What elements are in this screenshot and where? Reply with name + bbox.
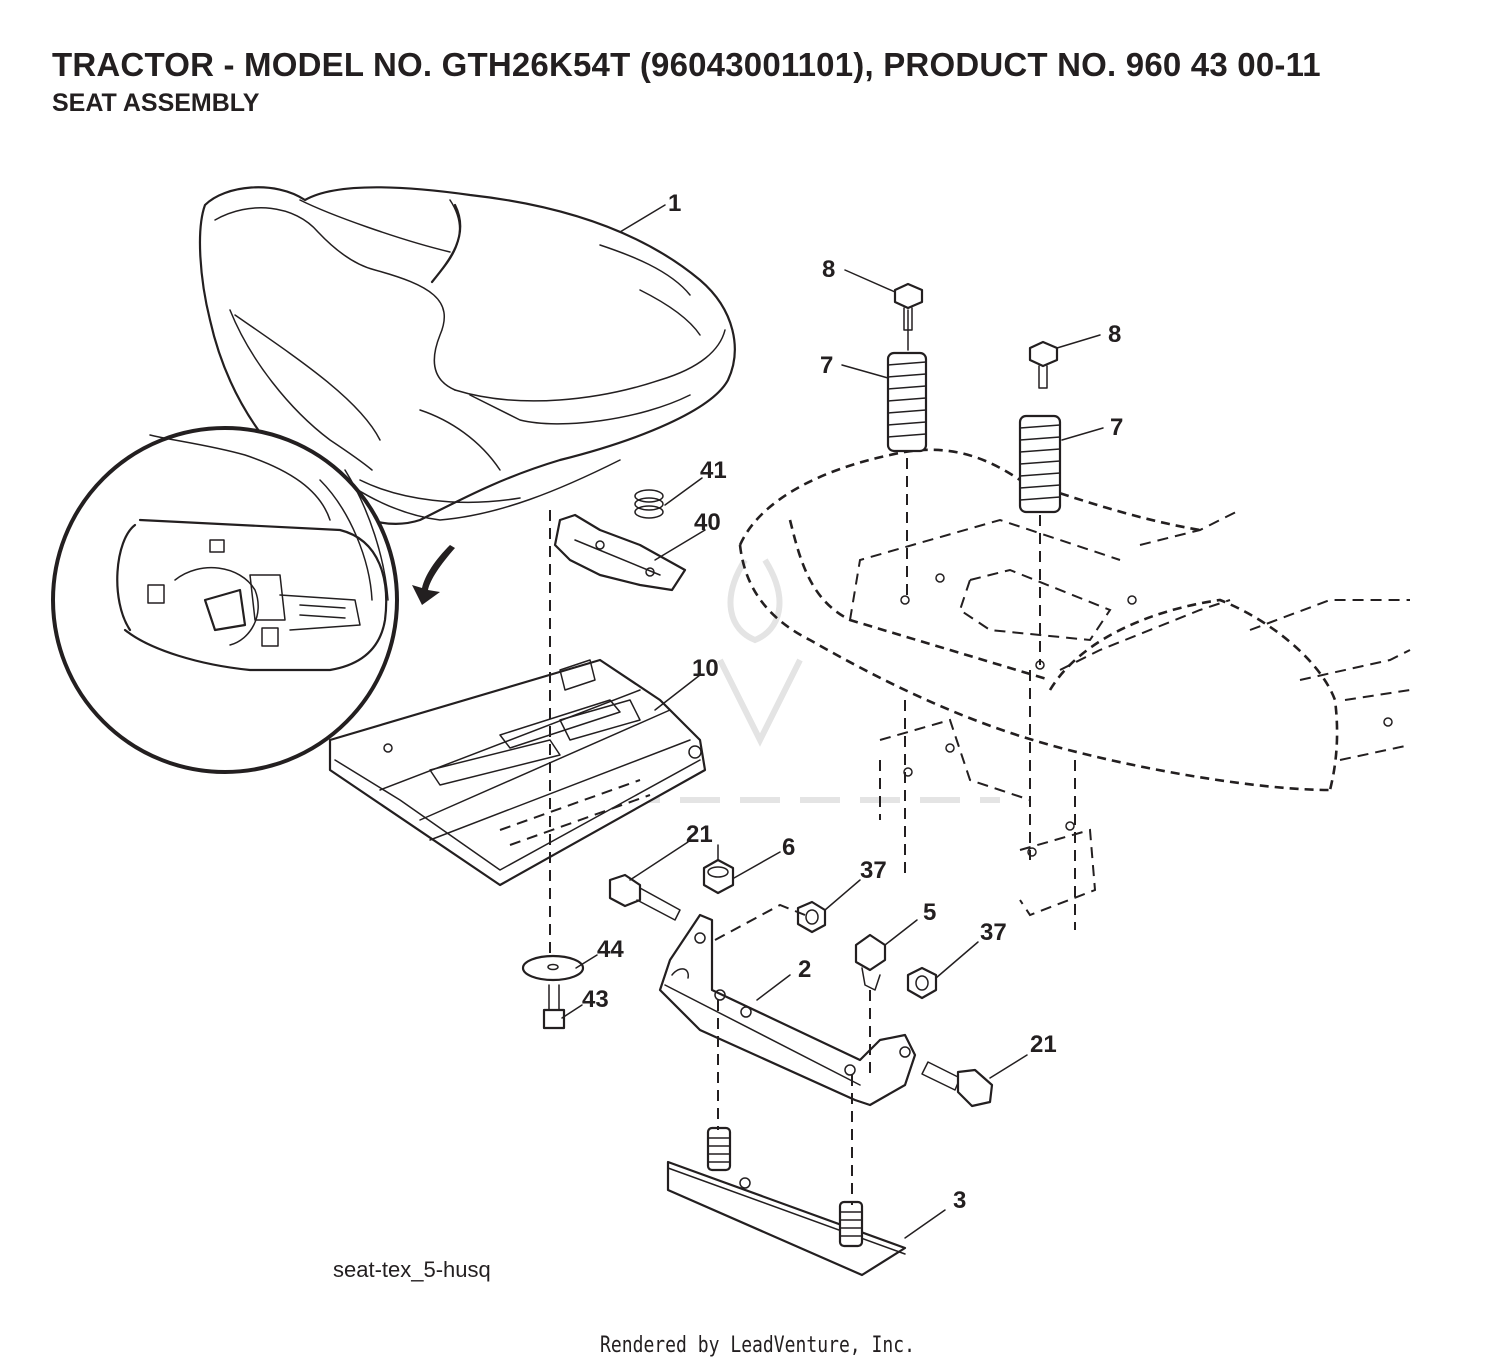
detail-view-circle	[51, 426, 399, 774]
bolt-part-21-left[interactable]	[608, 873, 681, 921]
nut-part-37-right[interactable]	[906, 966, 938, 1000]
callout-40: 40	[694, 509, 721, 536]
callout-10: 10	[692, 655, 719, 682]
callout-6: 6	[782, 834, 795, 861]
callout-41: 41	[700, 457, 727, 484]
callout-7-right: 7	[1110, 414, 1123, 441]
callout-37-right: 37	[980, 919, 1007, 946]
callout-21-right: 21	[1030, 1031, 1057, 1058]
callout-43: 43	[582, 986, 609, 1013]
callout-2: 2	[798, 956, 811, 983]
rotation-arrow-icon	[412, 545, 455, 605]
render-credit: Rendered by LeadVenture, Inc.	[600, 1333, 915, 1358]
callout-8-right: 8	[1108, 321, 1121, 348]
diagram-code-label: seat-tex_5-husq	[333, 1257, 491, 1282]
leader-lines	[561, 204, 1104, 1239]
spring-part-41[interactable]	[634, 489, 664, 519]
diagram-subtitle: SEAT ASSEMBLY	[52, 89, 260, 117]
seat-bracket-part-40[interactable]	[553, 513, 687, 592]
hinge-bracket-part-2[interactable]	[658, 913, 917, 1107]
part-callouts: 1 8 7 8 7 41 40 10 21 6 37 5 37 2 44 43 …	[582, 190, 1123, 1214]
callout-5: 5	[923, 899, 936, 926]
callout-3: 3	[953, 1187, 966, 1214]
callout-7-left: 7	[820, 352, 833, 379]
callout-1: 1	[668, 190, 681, 217]
spring-part-7-right[interactable]	[1018, 414, 1062, 514]
clip-part-5[interactable]	[854, 933, 887, 991]
callout-21-left: 21	[686, 821, 713, 848]
washer-part-44[interactable]	[521, 954, 585, 982]
diagram-title: TRACTOR - MODEL NO. GTH26K54T (960430011…	[52, 46, 1321, 83]
tractor-fender-outline	[738, 448, 1411, 930]
base-plate-part-3[interactable]	[666, 1126, 907, 1277]
nut-part-6[interactable]	[702, 858, 735, 895]
spring-part-7-left[interactable]	[886, 351, 928, 453]
bolt-part-43[interactable]	[542, 984, 566, 1030]
callout-44: 44	[597, 936, 624, 963]
callout-8-left: 8	[822, 256, 835, 283]
bolt-part-21-right[interactable]	[921, 1061, 994, 1108]
bolt-part-8-right[interactable]	[1028, 340, 1059, 389]
callout-37-left: 37	[860, 857, 887, 884]
seat-pan-part-10[interactable]	[328, 658, 707, 887]
alignment-lines	[549, 309, 1041, 1205]
nut-part-37-left[interactable]	[796, 900, 827, 934]
